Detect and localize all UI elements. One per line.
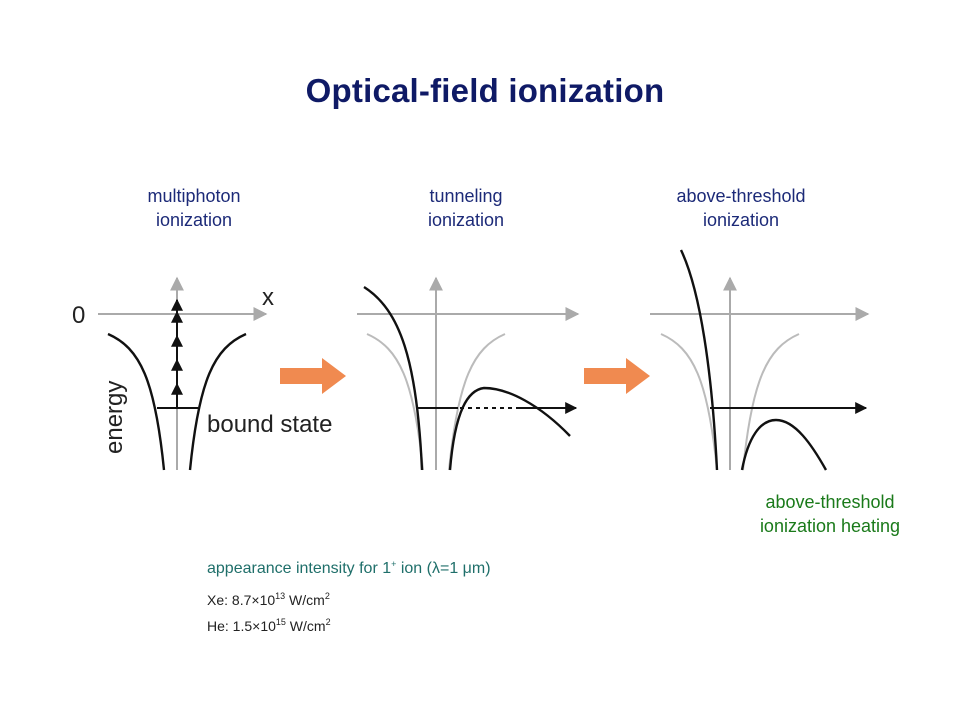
xe-mantissa: Xe: 8.7	[207, 592, 252, 608]
caption-above-threshold: above-threshold ionization	[631, 184, 851, 232]
energy-label: energy	[101, 381, 128, 454]
unperturbed-well-curve	[448, 333, 506, 471]
potential-well-curve	[107, 332, 166, 471]
he-mantissa: He: 1.5	[207, 618, 253, 634]
bound-state-label: bound state	[207, 411, 332, 438]
potential-well-curve	[188, 332, 247, 471]
he-unit-exponent: 2	[325, 617, 331, 627]
caption-tunneling: tunneling ionization	[356, 184, 576, 232]
page-title: Optical-field ionization	[305, 72, 665, 109]
times-symbol: ×	[252, 618, 261, 634]
unperturbed-well-curve	[742, 333, 800, 471]
xe-unit-exponent: 2	[324, 591, 330, 601]
caption-above-threshold-line2: ionization	[702, 210, 780, 230]
heating-caption-line1: above-threshold	[765, 492, 895, 512]
times-symbol: ×	[251, 592, 260, 608]
caption-tunneling-line2: ionization	[427, 210, 505, 230]
unperturbed-well-curve	[660, 333, 718, 471]
he-base: 10	[260, 618, 276, 634]
caption-tunneling-line1: tunneling	[429, 186, 503, 206]
he-intensity: He: 1.5×1015 W/cm2	[207, 617, 331, 635]
panel-tunneling	[357, 276, 580, 471]
mu-symbol: μ	[462, 560, 472, 577]
wavelength-value: =1	[439, 560, 463, 577]
tilted-potential-curve	[448, 386, 571, 471]
appearance-heading-ion: ion (	[396, 560, 432, 577]
transition-arrow	[280, 358, 346, 394]
lambda-symbol: λ	[431, 560, 440, 577]
caption-multiphoton-line1: multiphoton	[147, 186, 241, 206]
charge-superscript: +	[391, 559, 397, 569]
appearance-heading-text: appearance intensity for 1	[207, 560, 392, 577]
panel-above-threshold	[650, 249, 870, 471]
xe-exponent: 13	[275, 591, 286, 601]
unperturbed-well-curve	[366, 333, 424, 471]
zero-label: 0	[72, 302, 85, 329]
he-unit: W/cm	[285, 618, 326, 634]
xe-unit: W/cm	[285, 592, 325, 608]
transition-arrow	[584, 358, 650, 394]
appearance-heading: appearance intensity for 1+ ion (λ=1 μm)	[207, 560, 491, 578]
wavelength-unit: m)	[471, 560, 491, 577]
caption-above-threshold-line1: above-threshold	[676, 186, 806, 206]
x-axis-label: x	[262, 284, 274, 311]
tilted-potential-curve	[679, 249, 719, 471]
tilted-potential-curve	[363, 285, 424, 471]
heating-caption-line2: ionization heating	[759, 516, 901, 536]
xe-base: 10	[259, 592, 276, 608]
heating-caption: above-threshold ionization heating	[720, 490, 940, 538]
tilted-potential-curve	[740, 418, 828, 471]
caption-multiphoton: multiphoton ionization	[84, 184, 304, 232]
panel-multiphoton: 0 x energy bound state	[72, 276, 332, 471]
xe-intensity: Xe: 8.7×1013 W/cm2	[207, 591, 330, 609]
he-exponent: 15	[275, 617, 286, 627]
caption-multiphoton-line2: ionization	[155, 210, 233, 230]
